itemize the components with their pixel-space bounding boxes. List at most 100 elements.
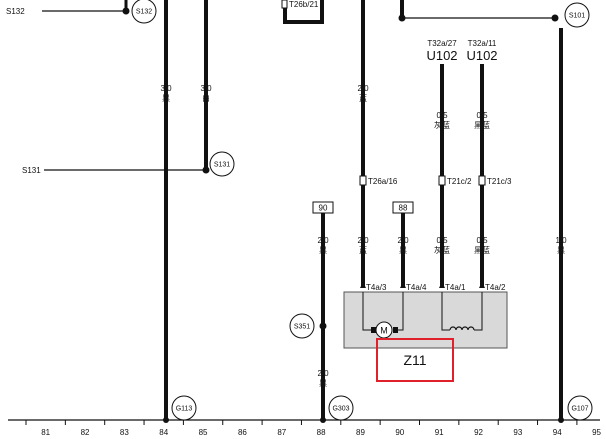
scale-label: 86 [238, 428, 247, 437]
wire-labels: 3.0 黑 3.0 白 2.0 蓝 0.5 灰蓝 0.5 黑蓝 2.0 黑 2.… [160, 84, 567, 388]
t26b-bracket [283, 0, 324, 24]
junction-dot [163, 417, 169, 423]
ground-g107: G107 [567, 395, 593, 421]
svg-text:0.5: 0.5 [436, 236, 448, 245]
svg-text:黑蓝: 黑蓝 [474, 245, 490, 255]
plug-t21c-3 [478, 175, 486, 186]
svg-text:黑: 黑 [319, 379, 327, 388]
scale-label: 83 [120, 428, 129, 437]
svg-text:G303: G303 [332, 406, 349, 413]
junction-dot [319, 322, 327, 330]
scale-label: 84 [159, 428, 168, 437]
scale-label: 94 [553, 428, 562, 437]
svg-text:0.5: 0.5 [476, 111, 488, 120]
plug-t21c-2 [438, 175, 446, 186]
connector-t4a-3: T4a/3 [366, 283, 387, 292]
svg-text:G113: G113 [176, 406, 193, 413]
box-90 [312, 201, 334, 214]
z11-internal-wire [396, 292, 404, 331]
ref-u102-b: U102 [466, 48, 497, 63]
ref-t32a-11: T32a/11 [468, 39, 497, 48]
z11-internal-wire [362, 292, 372, 331]
point-s131: S131 [209, 151, 235, 177]
svg-text:S351: S351 [294, 324, 310, 331]
scale-labels: 81 82 83 84 85 86 87 88 89 90 91 92 93 94 95 [41, 428, 601, 437]
svg-text:黑: 黑 [557, 246, 565, 255]
svg-text:黑: 黑 [319, 246, 327, 255]
scale-label: 89 [356, 428, 365, 437]
scale-label: 87 [277, 428, 286, 437]
connector-t21c-2: T21c/2 [447, 177, 472, 186]
connector-t4a-1: T4a/1 [445, 283, 466, 292]
scale-label: 93 [513, 428, 522, 437]
motor-terminal [393, 327, 398, 333]
left-label-s132: S132 [6, 7, 25, 16]
junction-dot [551, 14, 559, 22]
svg-text:S101: S101 [569, 13, 585, 20]
scale-label: 90 [395, 428, 404, 437]
scale-label: 92 [474, 428, 483, 437]
point-s132: S132 [131, 0, 157, 24]
left-label-s131: S131 [22, 166, 41, 175]
svg-text:2.0: 2.0 [317, 369, 329, 378]
scale-label: 88 [317, 428, 326, 437]
svg-text:3.0: 3.0 [200, 84, 212, 93]
coil-icon [449, 326, 475, 331]
junction-dot [398, 14, 406, 22]
connector-t21c-3: T21c/3 [487, 177, 512, 186]
svg-text:黑蓝: 黑蓝 [474, 120, 490, 130]
ground-g303: G303 [328, 395, 354, 421]
svg-text:2.0: 2.0 [317, 236, 329, 245]
svg-text:灰蓝: 灰蓝 [434, 245, 450, 255]
scale-label: 91 [435, 428, 444, 437]
junction-dot [320, 417, 326, 423]
svg-text:3.0: 3.0 [160, 84, 172, 93]
svg-text:灰蓝: 灰蓝 [434, 120, 450, 130]
svg-text:G107: G107 [571, 406, 588, 413]
svg-text:黑: 黑 [399, 246, 407, 255]
svg-text:黑: 黑 [162, 94, 170, 103]
motor-label: M [380, 326, 388, 336]
svg-text:1.0: 1.0 [555, 236, 567, 245]
svg-text:白: 白 [202, 93, 210, 103]
scale-ticks [25, 420, 578, 425]
junction-dot [202, 166, 210, 174]
connector-t26a-16: T26a/16 [368, 177, 398, 186]
svg-text:2.0: 2.0 [397, 236, 409, 245]
z11-internal-wire [474, 292, 483, 331]
svg-text:S131: S131 [214, 162, 230, 169]
scale-label: 85 [199, 428, 208, 437]
svg-text:2.0: 2.0 [357, 236, 369, 245]
scale-label: 95 [592, 428, 601, 437]
scale-label: 81 [41, 428, 50, 437]
plug-t26b [281, 0, 288, 9]
svg-text:0.5: 0.5 [476, 236, 488, 245]
ref-u102-a: U102 [426, 48, 457, 63]
junction-dot [122, 7, 130, 15]
svg-text:2.0: 2.0 [357, 84, 369, 93]
connector-t4a-4: T4a/4 [406, 283, 427, 292]
svg-text:蓝: 蓝 [359, 245, 367, 255]
terminal-markers [360, 282, 485, 288]
svg-text:S132: S132 [136, 9, 152, 16]
scale-label: 82 [81, 428, 90, 437]
motor-terminal [371, 327, 376, 333]
box-88 [392, 201, 414, 214]
svg-text:0.5: 0.5 [436, 111, 448, 120]
point-s351: S351 [289, 313, 315, 339]
junction-dot [558, 417, 564, 423]
component-label: Z11 [403, 352, 426, 368]
box-90-label: 90 [319, 204, 328, 213]
ground-g113: G113 [171, 395, 197, 421]
plug-t26a [359, 175, 367, 186]
connector-t26b-21: T26b/21 [289, 0, 319, 9]
ref-t32a-27: T32a/27 [427, 39, 457, 48]
box-88-label: 88 [399, 204, 408, 213]
connector-t4a-2: T4a/2 [485, 283, 506, 292]
z11-highlight-box [376, 338, 454, 382]
point-s101: S101 [564, 2, 590, 28]
z11-internal-wire [441, 292, 450, 331]
svg-text:蓝: 蓝 [359, 93, 367, 103]
